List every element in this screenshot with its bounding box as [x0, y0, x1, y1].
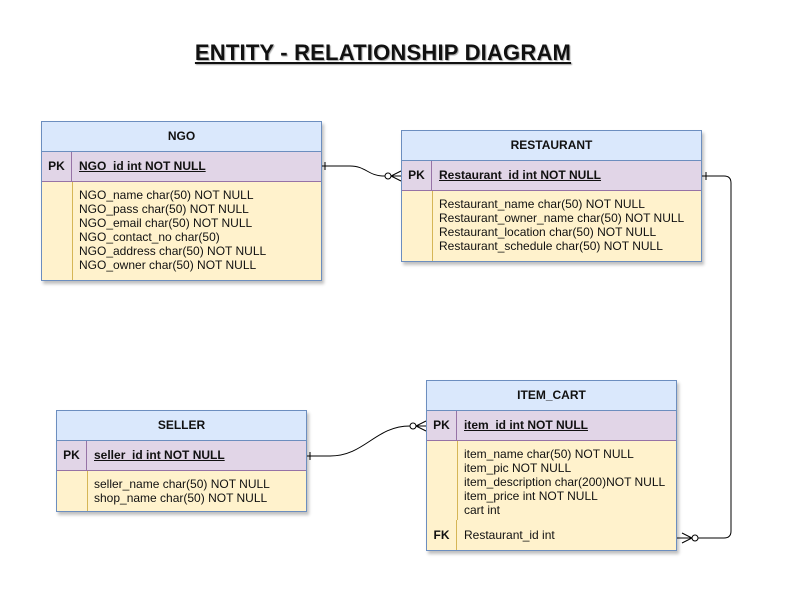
entity-seller-attributes: seller_name char(50) NOT NULL shop_name …	[57, 471, 306, 511]
attribute: NGO_contact_no char(50)	[79, 230, 220, 244]
entity-ngo[interactable]: NGO PK NGO_id int NOT NULL NGO_name char…	[41, 121, 322, 281]
attribute: item_description char(200)NOT NULL	[464, 475, 666, 489]
pk-label: PK	[427, 411, 457, 440]
entity-seller-pk-row: PK seller_id int NOT NULL	[57, 441, 306, 471]
attribute: shop_name char(50) NOT NULL	[94, 491, 268, 505]
fk-label: FK	[427, 520, 457, 550]
attribute: NGO_email char(50) NOT NULL	[79, 216, 253, 230]
entity-restaurant[interactable]: RESTAURANT PK Restaurant_id int NOT NULL…	[401, 130, 702, 262]
attribute: item_price int NOT NULL	[464, 489, 598, 503]
entity-item-cart-pk-row: PK item_id int NOT NULL	[427, 411, 676, 441]
entity-restaurant-attributes: Restaurant_name char(50) NOT NULL Restau…	[402, 191, 701, 261]
attribute: NGO_name char(50) NOT NULL	[79, 188, 254, 202]
pk-label: PK	[402, 161, 432, 190]
attribute: Restaurant_owner_name char(50) NOT NULL	[439, 211, 685, 225]
attribute: seller_name char(50) NOT NULL	[94, 477, 270, 491]
pk-label: PK	[42, 152, 72, 181]
seller-item-cart-relationship-line	[306, 425, 426, 457]
entity-seller-header: SELLER	[57, 411, 306, 441]
attribute: Restaurant_schedule char(50) NOT NULL	[439, 239, 663, 253]
ngo-restaurant-relationship-line	[321, 165, 401, 177]
ngo-pk-field: NGO_id int NOT NULL	[79, 159, 206, 173]
diagram-title: ENTITY - RELATIONSHIP DIAGRAM	[194, 40, 572, 65]
entity-item-cart-attributes: item_name char(50) NOT NULL item_pic NOT…	[427, 441, 676, 520]
attribute: Restaurant_location char(50) NOT NULL	[439, 225, 657, 239]
attribute: item_pic NOT NULL	[464, 461, 572, 475]
attribute: NGO_address char(50) NOT NULL	[79, 244, 267, 258]
entity-ngo-header: NGO	[42, 122, 321, 152]
item-cart-fk-field: Restaurant_id int	[464, 528, 555, 542]
attribute: cart int	[464, 503, 501, 517]
zero-marker-item-cart	[409, 422, 417, 430]
entity-ngo-attributes: NGO_name char(50) NOT NULL NGO_pass char…	[42, 182, 321, 280]
zero-marker-restaurant	[384, 172, 392, 180]
pk-label: PK	[57, 441, 87, 470]
entity-item-cart-fk-row: FK Restaurant_id int	[427, 520, 676, 550]
attribute: Restaurant_name char(50) NOT NULL	[439, 197, 645, 211]
restaurant-item-cart-relationship-line	[676, 175, 732, 539]
attribute: item_name char(50) NOT NULL	[464, 447, 634, 461]
attribute: NGO_owner char(50) NOT NULL	[79, 258, 257, 272]
seller-pk-field: seller_id int NOT NULL	[94, 448, 225, 462]
restaurant-pk-field: Restaurant_id int NOT NULL	[439, 168, 602, 182]
attribute: NGO_pass char(50) NOT NULL	[79, 202, 249, 216]
entity-item-cart-header: ITEM_CART	[427, 381, 676, 411]
entity-ngo-pk-row: PK NGO_id int NOT NULL	[42, 152, 321, 182]
zero-marker-item-cart-fk	[691, 534, 699, 542]
item-cart-pk-field: item_id int NOT NULL	[464, 418, 588, 432]
entity-seller[interactable]: SELLER PK seller_id int NOT NULL seller_…	[56, 410, 307, 512]
entity-restaurant-pk-row: PK Restaurant_id int NOT NULL	[402, 161, 701, 191]
entity-item-cart[interactable]: ITEM_CART PK item_id int NOT NULL item_n…	[426, 380, 677, 551]
entity-restaurant-header: RESTAURANT	[402, 131, 701, 161]
